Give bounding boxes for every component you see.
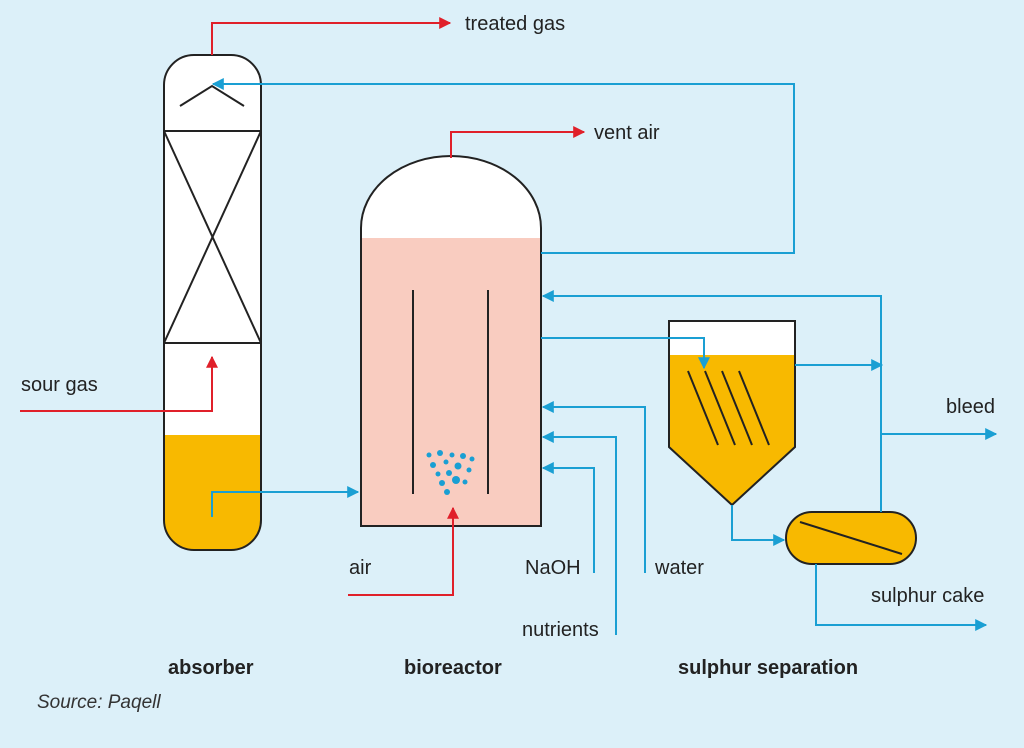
absorber-to-bioreactor-flow — [211, 486, 360, 517]
naoh-label: NaOH — [525, 557, 581, 579]
sulphur-cake-label: sulphur cake — [871, 585, 985, 607]
air-label: air — [349, 557, 372, 579]
vent-air-arrow — [450, 126, 586, 158]
sulphur-separator — [668, 320, 796, 507]
bioreactor-liquid — [361, 238, 541, 526]
bioreactor-to-separator-flow — [541, 337, 710, 370]
bioreactor-caption: bioreactor — [404, 657, 502, 679]
nutrients-label: nutrients — [522, 619, 599, 641]
water-label: water — [655, 557, 704, 579]
bleed-label: bleed — [946, 396, 995, 418]
sulphur-filter — [785, 511, 917, 565]
air-bubbles-icon — [426, 450, 475, 495]
sulphur-cake-arrow — [815, 564, 988, 631]
nutrients-feed-arrow — [541, 431, 617, 635]
source-note: Source: Paqell — [37, 692, 161, 713]
water-feed-arrow — [541, 401, 646, 573]
filtrate-return-flow — [541, 290, 882, 512]
treated-gas-label: treated gas — [465, 13, 566, 35]
sulphur-separation-caption: sulphur separation — [678, 657, 859, 679]
separator-to-filter-flow — [731, 505, 786, 546]
bioreactor-vessel — [360, 155, 542, 527]
sour-gas-label: sour gas — [21, 374, 98, 396]
absorber-caption: absorber — [168, 657, 254, 679]
vent-air-label: vent air — [594, 122, 660, 144]
sour-gas-arrow — [20, 355, 218, 412]
absorber-packing — [163, 130, 262, 344]
naoh-feed-arrow — [541, 462, 595, 573]
lean-solution-return-flow — [211, 78, 795, 254]
separator-plates — [687, 370, 770, 446]
treated-gas-arrow — [211, 17, 452, 55]
absorber-column — [163, 54, 262, 551]
air-arrow — [348, 506, 459, 596]
